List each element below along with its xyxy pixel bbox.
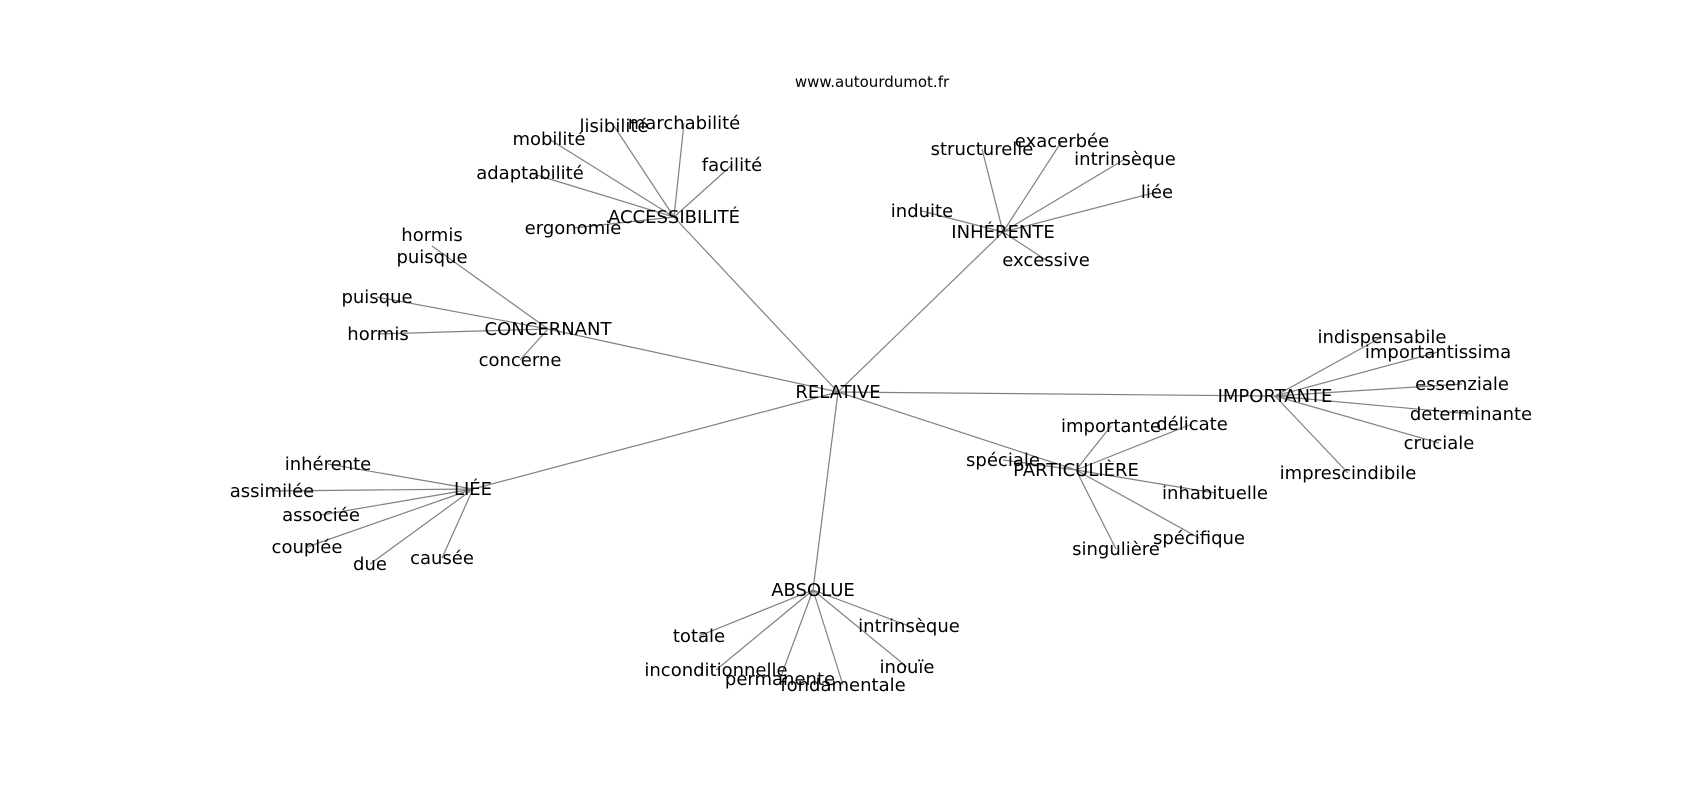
leaf-node-inconditionnelle: inconditionnelle bbox=[644, 660, 787, 681]
leaf-node-assimilee: assimilée bbox=[230, 481, 314, 502]
leaf-node-cruciale: cruciale bbox=[1404, 433, 1475, 454]
leaf-node-determinante: determinante bbox=[1410, 404, 1532, 425]
edge-particuliere-specifique bbox=[1075, 469, 1200, 539]
leaf-node-structurelle: structurelle bbox=[931, 139, 1034, 160]
leaf-node-permanente: permanente bbox=[725, 669, 835, 690]
edge-particuliere-inhabituelle bbox=[1075, 469, 1216, 494]
edge-relative-particuliere bbox=[837, 391, 1077, 471]
edge-accessibilite-facilite bbox=[673, 164, 733, 218]
edge-accessibilite-mobilite bbox=[548, 138, 675, 218]
graph-labels: RELATIVE ACCESSIBILITÉ lisibilitémarchabil… bbox=[230, 113, 1532, 696]
edge-importante-imprescindibile bbox=[1274, 395, 1349, 474]
leaf-node-mobilite: mobilité bbox=[512, 129, 585, 150]
edge-concernant-puisque bbox=[376, 296, 549, 330]
leaf-node-inherente-leaf: inhérente bbox=[285, 454, 372, 475]
leaf-node-concerne: concerne bbox=[479, 350, 562, 371]
leaf-node-delicate: délicate bbox=[1156, 414, 1228, 435]
leaf-node-inouie: inouïe bbox=[880, 657, 935, 678]
edge-absolue-inconditionnelle bbox=[715, 589, 814, 671]
leaf-node-intrinseque1: intrinsèque bbox=[1074, 149, 1176, 170]
edge-particuliere-delicate bbox=[1075, 423, 1193, 471]
edge-liee-due bbox=[369, 488, 474, 565]
edge-importante-determinante bbox=[1274, 395, 1472, 415]
edge-concernant-concerne bbox=[519, 328, 549, 361]
leaf-node-indispensabile: indispensabile bbox=[1317, 327, 1446, 348]
leaf-node-puisque: puisque bbox=[341, 287, 412, 308]
edge-liee-associee bbox=[320, 488, 474, 516]
leaf-node-totale: totale bbox=[673, 626, 725, 647]
edge-accessibilite-marchabilite bbox=[673, 122, 685, 218]
edge-inherente-excessive bbox=[1002, 231, 1047, 261]
hub-node-liee: LIÉE bbox=[454, 478, 492, 500]
edge-concernant-hormis bbox=[377, 328, 549, 335]
leaf-node-excessive: excessive bbox=[1002, 250, 1090, 271]
hub-node-inherente: INHÉRENTE bbox=[951, 221, 1054, 243]
hub-node-accessibilite: ACCESSIBILITÉ bbox=[608, 206, 740, 228]
edge-liee-couplee bbox=[306, 488, 474, 548]
edge-importante-cruciale bbox=[1274, 395, 1440, 444]
leaf-node-liee1: liée bbox=[1141, 182, 1173, 203]
edge-liee-inherente-leaf bbox=[327, 463, 474, 490]
hub-node-importante: IMPORTANTE bbox=[1218, 386, 1333, 407]
graph-edges bbox=[271, 122, 1472, 686]
leaf-node-induite: induite bbox=[891, 201, 953, 222]
edge-inherente-structurelle bbox=[981, 148, 1004, 233]
edge-relative-liee bbox=[472, 391, 839, 490]
leaf-node-facilite: facilité bbox=[702, 155, 762, 176]
edge-relative-inherente bbox=[837, 231, 1004, 393]
leaf-node-inhabituelle: inhabituelle bbox=[1162, 483, 1268, 504]
edge-inherente-exacerbee bbox=[1002, 140, 1063, 233]
edge-importante-essenziale bbox=[1274, 383, 1463, 397]
hub-node-particuliere: PARTICULIÈRE bbox=[1013, 459, 1139, 481]
leaf-node-adaptabilite: adaptabilité bbox=[476, 163, 584, 184]
edge-particuliere-importante-leaf bbox=[1075, 425, 1112, 471]
leaf-node-specifique: spécifique bbox=[1153, 528, 1245, 549]
edge-relative-accessibilite bbox=[673, 216, 839, 393]
hub-node-absolue: ABSOLUE bbox=[771, 580, 855, 601]
leaf-node-essenziale: essenziale bbox=[1415, 374, 1509, 395]
edge-inherente-intrinseque1 bbox=[1002, 158, 1126, 233]
edge-absolue-fondamentale bbox=[812, 589, 844, 686]
edge-accessibilite-adaptabilite bbox=[529, 172, 675, 218]
leaf-node-speciale: spéciale bbox=[966, 450, 1040, 471]
leaf-node-causee: causée bbox=[410, 548, 474, 569]
leaf-node-ergonomie: ergonomie bbox=[525, 218, 622, 239]
leaf-node-intrinseque2: intrinsèque bbox=[858, 616, 960, 637]
leaf-node-associee: associée bbox=[282, 505, 360, 526]
edge-absolue-permanente bbox=[779, 589, 814, 680]
leaf-node-singuliere: singulière bbox=[1072, 539, 1160, 560]
leaf-node-exacerbee: exacerbée bbox=[1015, 131, 1109, 152]
edge-particuliere-singuliere bbox=[1075, 469, 1117, 550]
edge-importante-indispensabile bbox=[1274, 336, 1383, 397]
edge-absolue-inouie bbox=[812, 589, 908, 668]
leaf-node-hormis: hormis bbox=[347, 324, 408, 345]
edge-relative-importante bbox=[837, 391, 1276, 397]
leaf-node-due: due bbox=[353, 554, 387, 575]
edge-particuliere-speciale bbox=[1002, 459, 1077, 471]
site-watermark: www.autourdumot.fr bbox=[795, 73, 950, 91]
edge-concernant-hormis-puisque bbox=[431, 245, 549, 330]
edge-absolue-totale bbox=[698, 589, 814, 637]
edge-absolue-intrinseque2 bbox=[812, 589, 910, 627]
leaf-node-imprescindibile: imprescindibile bbox=[1280, 463, 1417, 484]
leaf-node-fondamentale: fondamentale bbox=[780, 675, 905, 696]
edge-accessibilite-lisibilite bbox=[613, 125, 675, 218]
edge-relative-concernant bbox=[547, 328, 839, 393]
edge-liee-causee bbox=[441, 488, 474, 559]
leaf-node-marchabilite: marchabilité bbox=[628, 113, 740, 134]
hub-node-concernant: CONCERNANT bbox=[485, 319, 613, 340]
leaf-node-lisibilite: lisibilité bbox=[580, 116, 649, 137]
edge-liee-assimilee bbox=[271, 488, 474, 492]
node-relative: RELATIVE bbox=[795, 382, 880, 403]
leaf-node-importantissima: importantissima bbox=[1365, 342, 1511, 363]
leaf-node-importante-leaf: importante bbox=[1061, 416, 1161, 437]
edge-inherente-liee1 bbox=[1002, 191, 1158, 233]
edge-importante-importantissima bbox=[1274, 351, 1439, 397]
edge-accessibilite-ergonomie bbox=[572, 216, 675, 229]
leaf-node-couplee: couplée bbox=[272, 537, 343, 558]
edge-inherente-induite bbox=[921, 210, 1004, 233]
edge-relative-absolue bbox=[812, 391, 839, 591]
